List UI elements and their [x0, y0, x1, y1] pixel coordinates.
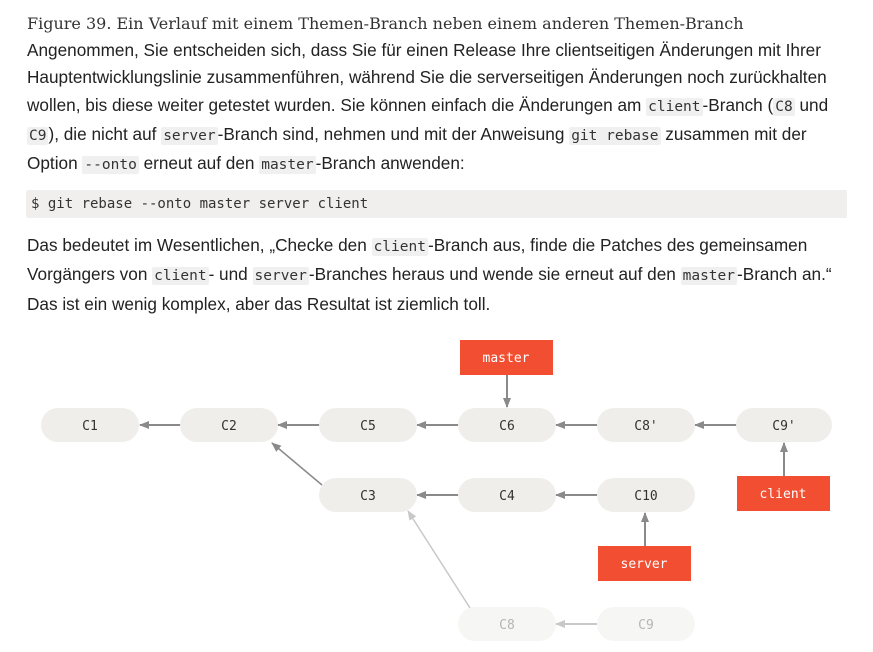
- commit-node-c4: C4: [458, 478, 556, 512]
- inline-code-c8: C8: [773, 97, 795, 116]
- branch-label-master-text: master: [483, 351, 530, 366]
- commit-node-c5: C5: [319, 408, 417, 442]
- commit-label-c4: C4: [499, 489, 515, 504]
- branch-label-server-text: server: [621, 557, 668, 572]
- commit-node-c8-prime: C8': [597, 408, 695, 442]
- commit-label-c9: C9: [638, 618, 654, 633]
- inline-code-server: server: [161, 126, 218, 145]
- branch-label-server: server: [598, 546, 691, 581]
- inline-code-master: master: [259, 156, 316, 175]
- arrow-c3-to-c2: [271, 442, 323, 486]
- commit-node-c3: C3: [319, 478, 417, 512]
- commit-node-c9-prime: C9': [736, 408, 832, 442]
- branch-label-client-text: client: [760, 487, 807, 502]
- paragraph-explanation: Angenommen, Sie entscheiden sich, dass S…: [27, 40, 829, 175]
- commit-node-c2: C2: [180, 408, 278, 442]
- paragraph-meaning: Das bedeutet im Wesentlichen, „Checke de…: [27, 235, 832, 314]
- commit-label-c5: C5: [360, 419, 376, 434]
- inline-code-client: client: [152, 267, 209, 286]
- commit-label-c6: C6: [499, 419, 515, 434]
- commit-label-c8: C8: [499, 618, 515, 633]
- commit-label-c3: C3: [360, 489, 376, 504]
- commit-node-c10: C10: [597, 478, 695, 512]
- commit-node-c1: C1: [41, 408, 139, 442]
- inline-code-server: server: [252, 267, 309, 286]
- inline-code-onto: --onto: [82, 156, 139, 175]
- inline-code-git-rebase: git rebase: [569, 126, 661, 145]
- branch-label-client: client: [737, 476, 830, 511]
- commit-label-c1: C1: [82, 419, 98, 434]
- command-code-block: $ git rebase --onto master server client: [26, 190, 847, 218]
- commit-node-c9-faded: C9: [597, 607, 695, 641]
- inline-code-c9: C9: [27, 126, 49, 145]
- inline-code-client: client: [371, 238, 428, 256]
- inline-code-master: master: [680, 267, 737, 286]
- commit-history-diagram: C1 C2 C5 C6 C8' C9' C3 C4 C10 C8 C9: [41, 340, 832, 641]
- commit-label-c8-prime: C8': [634, 419, 657, 434]
- commit-label-c10: C10: [634, 489, 657, 504]
- branch-label-master: master: [460, 340, 553, 375]
- arrow-c8-to-c3: [407, 510, 471, 609]
- inline-code-client: client: [646, 97, 703, 116]
- commit-label-c2: C2: [221, 419, 237, 434]
- commit-label-c9-prime: C9': [772, 419, 795, 434]
- figure-caption: Figure 39. Ein Verlauf mit einem Themen-…: [27, 14, 744, 33]
- commit-node-c6: C6: [458, 408, 556, 442]
- commit-node-c8-faded: C8: [458, 607, 556, 641]
